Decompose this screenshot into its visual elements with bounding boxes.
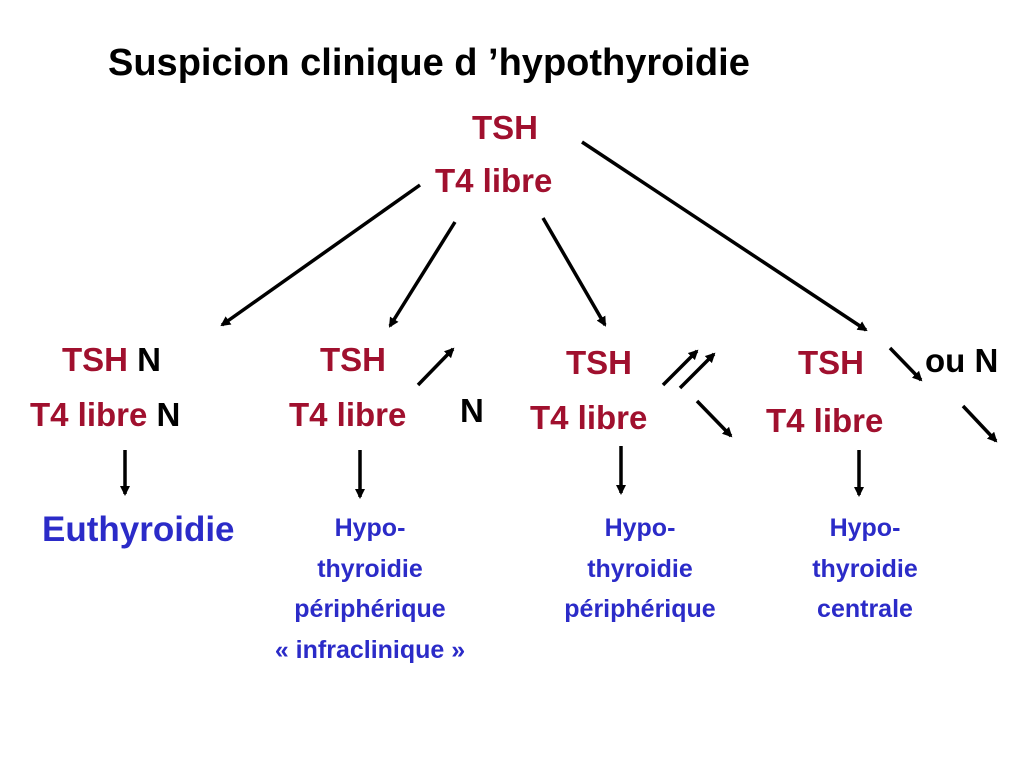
branch-1-tsh-label: TSH [62, 341, 128, 378]
branch-2-result: Hypo- thyroidie périphérique « infraclin… [230, 508, 510, 670]
root-t4-label: T4 libre [435, 162, 553, 199]
branch-1-t4-value: N [156, 396, 181, 433]
branch-1-t4-label: T4 libre [30, 396, 148, 433]
tsh-down-arrow-4 [888, 346, 923, 382]
branch-4-result: Hypo- thyroidie centrale [760, 508, 970, 630]
branch-1-result: Euthyroidie [42, 510, 235, 549]
branch-2-t4-label: T4 libre [289, 396, 407, 433]
tsh-up-arrow-2 [416, 347, 455, 387]
tsh-up-arrow-3b [678, 352, 716, 390]
branch-4-result-line-1: Hypo- [829, 514, 901, 542]
branch-2-result-line-3: périphérique [294, 595, 446, 623]
branch-3-result: Hypo- thyroidie périphérique [520, 508, 760, 630]
arrow-to-branch-2 [388, 221, 457, 328]
branch-4-result-line-3: centrale [817, 595, 913, 623]
arrow-to-branch-4 [581, 140, 868, 332]
arrow-to-branch-1 [220, 183, 422, 327]
t4-down-arrow-4 [961, 404, 998, 443]
branch-1-tsh-line: TSH N [62, 343, 161, 376]
branch-4-tsh-alt: ou N [925, 342, 999, 379]
branch-2-tsh-label: TSH [320, 341, 386, 378]
branch-2-result-line-2: thyroidie [317, 554, 423, 583]
branch-3-result-line-3: périphérique [564, 595, 716, 623]
branch-3-result-line-2: thyroidie [587, 554, 693, 583]
branch-2-result-line-1: Hypo- [334, 514, 406, 542]
branch-4-result-line-2: thyroidie [812, 554, 918, 583]
branch-1-tsh-value: N [137, 341, 162, 378]
tsh-up-arrow-3a [661, 349, 699, 387]
t4-down-arrow-3 [695, 399, 733, 438]
branch-1-t4-line: T4 libre N [30, 398, 180, 431]
branch-2-t4-value: N [460, 392, 484, 429]
branch-4-tsh-label: TSH [798, 344, 864, 381]
page-title: Suspicion clinique d ’hypothyroidie [108, 42, 750, 84]
root-tsh-label: TSH [472, 109, 538, 146]
branch-4-t4-label: T4 libre [766, 402, 884, 439]
branch-3-tsh-label: TSH [566, 344, 632, 381]
branch-3-t4-label: T4 libre [530, 399, 648, 436]
arrow-to-branch-3 [541, 217, 607, 327]
branch-3-result-line-1: Hypo- [604, 514, 676, 542]
branch-2-result-line-4: « infraclinique » [274, 635, 466, 664]
